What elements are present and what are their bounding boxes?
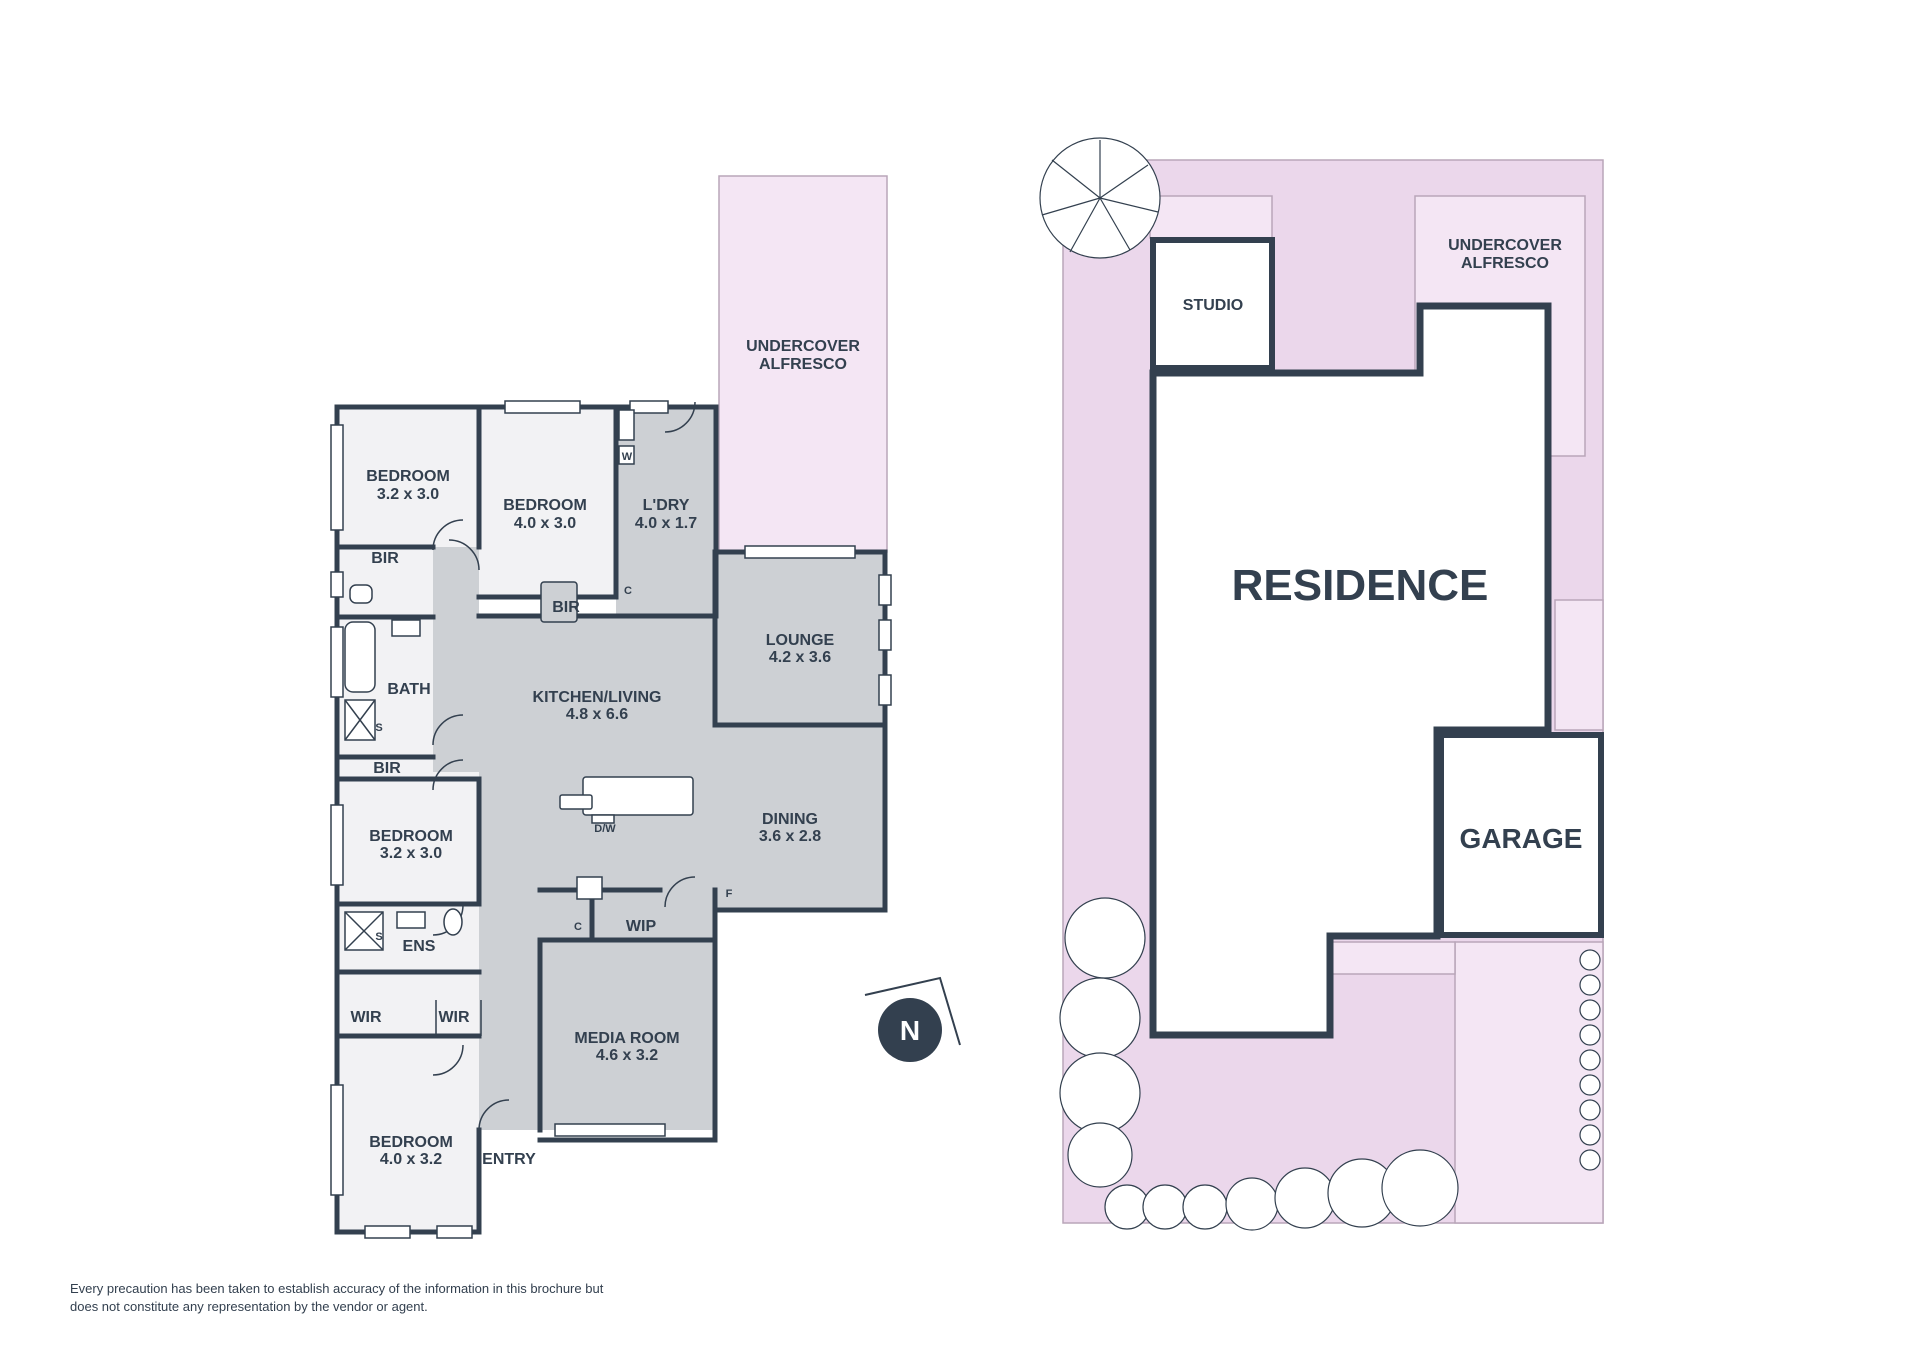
fridge-label: F xyxy=(726,888,733,900)
alfresco-label-line-2: ALFRESCO xyxy=(1461,255,1549,272)
lounge-label: LOUNGE xyxy=(766,632,835,649)
paved-area xyxy=(1554,599,1604,731)
lounge-dims: 4.2 x 3.6 xyxy=(769,649,831,666)
dishwasher-label: D/W xyxy=(594,823,616,835)
site-plan: RESIDENCE GARAGE STUDIO UNDERCOVER ALFRE… xyxy=(1039,137,1604,1231)
bedroom-4-dims: 4.0 x 3.2 xyxy=(380,1151,442,1168)
bedroom-3-dims: 3.2 x 3.0 xyxy=(380,845,442,862)
washer-label: W xyxy=(622,451,633,463)
doors xyxy=(432,401,696,1131)
driveway xyxy=(1454,941,1604,1224)
media-room-label: MEDIA ROOM xyxy=(574,1030,679,1047)
bir-label: BIR xyxy=(371,550,399,567)
laundry-label: L'DRY xyxy=(643,497,690,514)
garage-label: GARAGE xyxy=(1460,823,1583,854)
paved-area xyxy=(1331,941,1456,975)
cupboard-label: C xyxy=(624,585,632,597)
tree-icon xyxy=(1039,137,1161,259)
alfresco-label-line-1: UNDERCOVER xyxy=(1448,237,1562,254)
compass: N xyxy=(864,976,961,1062)
windows xyxy=(330,400,892,1239)
residence-outline xyxy=(1149,302,1552,1039)
bath-label: BATH xyxy=(387,681,430,698)
bedroom-2-label: BEDROOM xyxy=(503,497,587,514)
floor-plan: UNDERCOVER ALFRESCO BEDROOM 3.2 x 3.0 BE… xyxy=(330,175,892,1239)
media-room-dims: 4.6 x 3.2 xyxy=(596,1047,658,1064)
bir-label: BIR xyxy=(552,599,580,616)
studio-outline xyxy=(1150,237,1275,371)
fixtures xyxy=(344,409,694,951)
tree-icon xyxy=(1059,897,1459,1231)
bedroom-4-label: BEDROOM xyxy=(369,1134,453,1151)
compass-letter: N xyxy=(900,1015,920,1046)
grey-rooms xyxy=(433,407,885,1130)
disclaimer-text: Every precaution has been taken to estab… xyxy=(70,1281,604,1314)
alfresco-label-line-1: UNDERCOVER xyxy=(746,338,860,355)
alfresco-label-line-2: ALFRESCO xyxy=(759,356,847,373)
bir-label: BIR xyxy=(373,760,401,777)
wip-label: WIP xyxy=(626,918,657,935)
north-arrow-icon xyxy=(864,976,961,1046)
dining-dims: 3.6 x 2.8 xyxy=(759,828,821,845)
bedroom-1-dims: 3.2 x 3.0 xyxy=(377,486,439,503)
shrub-icon xyxy=(1579,949,1601,1171)
bedroom-1-label: BEDROOM xyxy=(366,468,450,485)
bedroom-3-label: BEDROOM xyxy=(369,828,453,845)
cupboard-label: C xyxy=(574,921,582,933)
kitchen-living-label: KITCHEN/LIVING xyxy=(533,689,662,706)
laundry-dims: 4.0 x 1.7 xyxy=(635,515,697,532)
shower-label: S xyxy=(375,931,382,943)
studio-label: STUDIO xyxy=(1183,297,1243,314)
compass-circle xyxy=(878,998,942,1062)
garage-outline xyxy=(1438,732,1604,938)
wir-label: WIR xyxy=(350,1009,382,1026)
kitchen-living-dims: 4.8 x 6.6 xyxy=(566,706,628,723)
ensuite-label: ENS xyxy=(403,938,436,955)
bedroom-2-dims: 4.0 x 3.0 xyxy=(514,515,576,532)
residence-label: RESIDENCE xyxy=(1232,561,1489,610)
paved-area xyxy=(1149,195,1273,239)
wir-label: WIR xyxy=(438,1009,470,1026)
entry-label: ENTRY xyxy=(482,1151,536,1168)
dining-label: DINING xyxy=(762,811,818,828)
alfresco-label: UNDERCOVER ALFRESCO xyxy=(746,338,860,373)
shower-label: S xyxy=(375,722,382,734)
alfresco-area xyxy=(718,175,888,553)
